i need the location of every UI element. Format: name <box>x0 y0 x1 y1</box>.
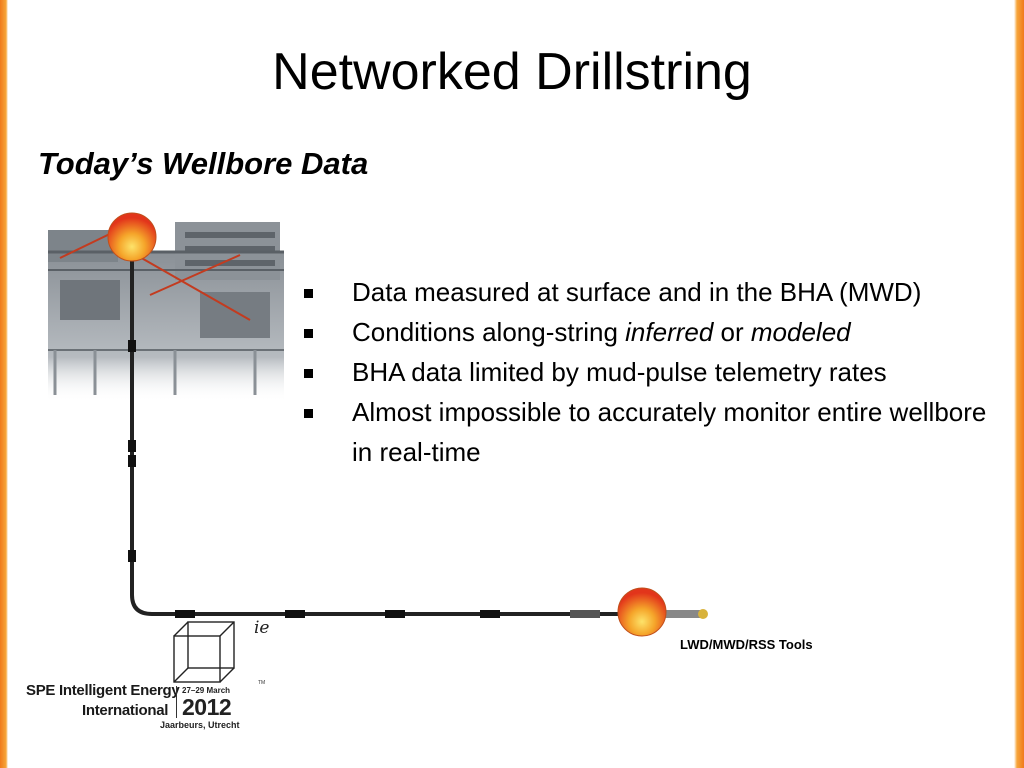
bullet-item: Almost impossible to accurately monitor … <box>300 392 1010 472</box>
drillstring-pipe <box>130 240 700 616</box>
drillstring-diagram <box>48 212 708 637</box>
logo-location: Jaarbeurs, Utrecht <box>160 720 240 730</box>
surface-sensor-icon <box>107 212 157 262</box>
logo-year: 2012 <box>182 694 232 720</box>
logo-dates: 27–29 March <box>182 686 231 695</box>
bullet-text: or <box>713 317 751 347</box>
bullet-item: Conditions along-string inferred or mode… <box>300 312 1010 352</box>
slide-title: Networked Drillstring <box>272 43 752 101</box>
bullet-text: Conditions along-string <box>352 317 626 347</box>
logo-line-2: International <box>82 702 169 719</box>
logo-divider <box>176 686 177 718</box>
bullet-emphasis: modeled <box>750 317 851 347</box>
pipe-joints <box>128 340 708 619</box>
slide-subtitle: Today’s Wellbore Data <box>38 146 369 181</box>
logo-line-1: SPE Intelligent Energy <box>26 682 180 699</box>
bullet-text: Data measured at surface and in the BHA … <box>352 277 922 307</box>
bullet-emphasis: inferred <box>625 317 714 347</box>
bha-sensor-icon <box>617 587 667 637</box>
bullet-item: Data measured at surface and in the BHA … <box>300 272 1010 312</box>
bullet-item: BHA data limited by mud-pulse telemetry … <box>300 352 1010 392</box>
ie-logo-mark: ie <box>254 618 270 638</box>
spe-conference-logo: ie TM SPE Intelligent Energy Internation… <box>22 618 272 738</box>
offshore-platform-image <box>48 222 284 402</box>
bullet-list: Data measured at surface and in the BHA … <box>300 272 1010 472</box>
trademark-mark: TM <box>258 680 266 686</box>
bullet-text: Almost impossible to accurately monitor … <box>352 397 987 467</box>
cube-logo-icon <box>173 621 235 683</box>
tools-label: LWD/MWD/RSS Tools <box>680 637 813 652</box>
bullet-text: BHA data limited by mud-pulse telemetry … <box>352 357 887 387</box>
